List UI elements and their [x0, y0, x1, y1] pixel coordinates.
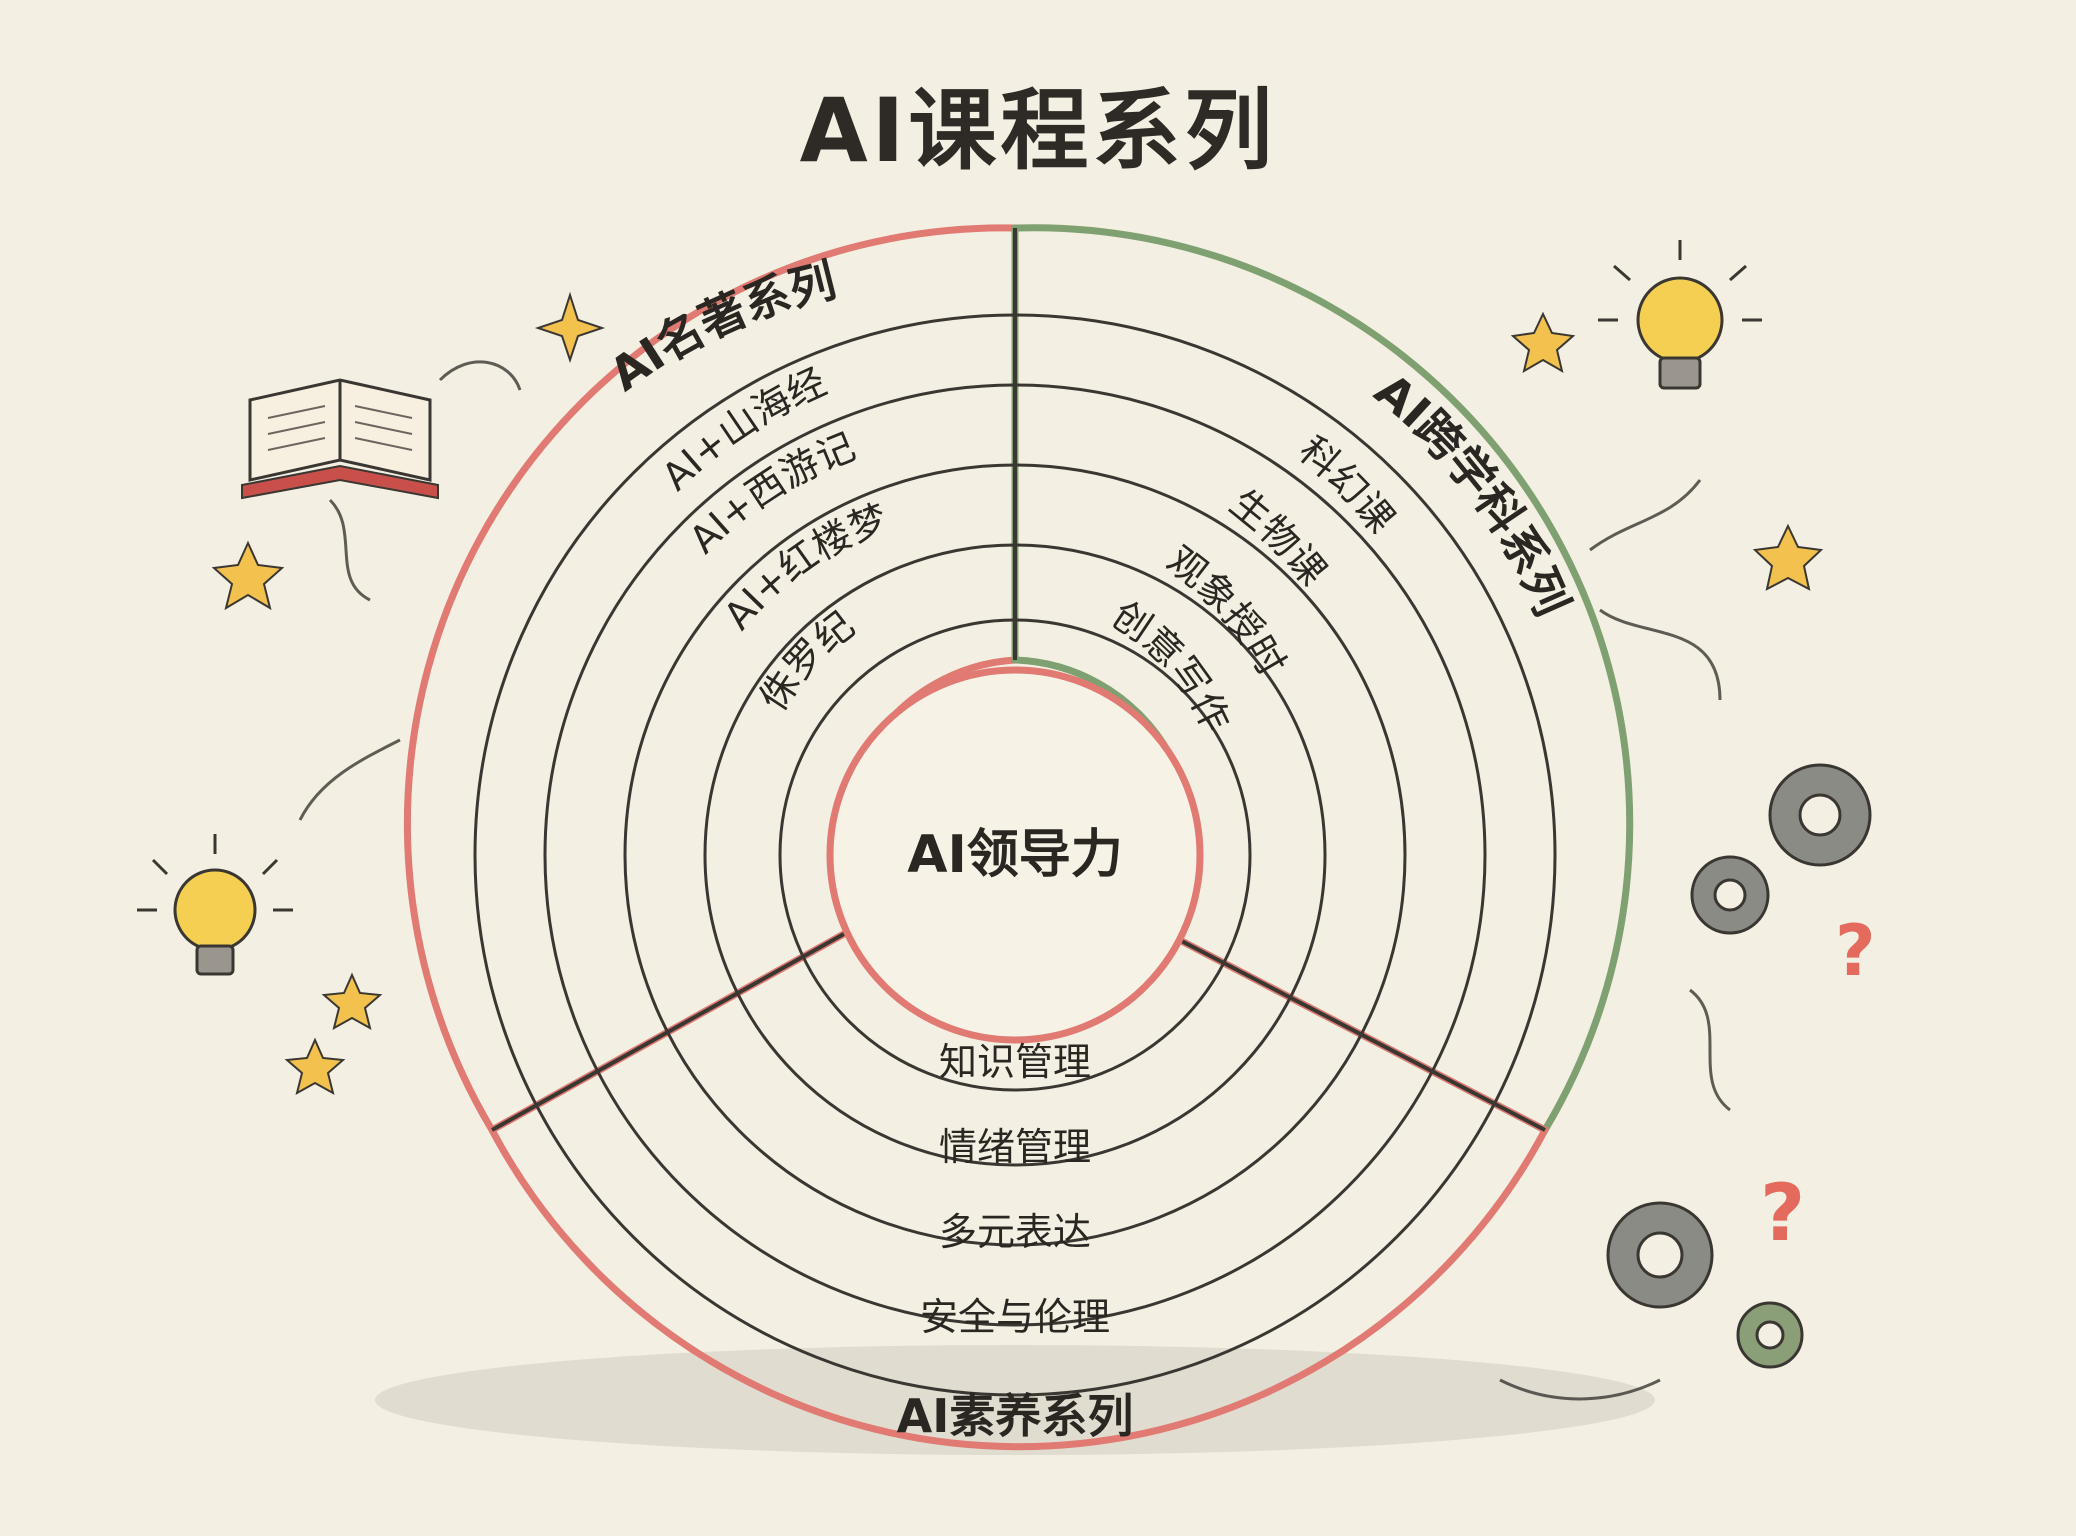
star-icon: [211, 311, 1824, 1095]
ai-interdisciplinary-series-label: AI跨学科系列: [1365, 363, 1579, 624]
gear-icon: [1690, 855, 1770, 935]
classics-item-4: 侏罗纪: [751, 603, 863, 719]
sparkle-icon: [534, 291, 606, 364]
gear-icon: [1768, 763, 1872, 867]
lightbulb-icon: [1598, 240, 1762, 390]
ground-shadow: [375, 1345, 1655, 1455]
center-circle: [826, 666, 1204, 1044]
gear-icon: [1606, 1201, 1714, 1309]
literacy-item-2: 多元表达: [939, 1210, 1091, 1254]
svg-text:?: ?: [1835, 910, 1876, 992]
question-mark-icon: ?: [1835, 910, 1876, 992]
ai-literacy-series-label: AI素养系列: [897, 1389, 1134, 1443]
literacy-item-4: 知识管理: [939, 1040, 1091, 1084]
literacy-item-3: 情绪管理: [939, 1125, 1091, 1169]
sector-dividers: [491, 228, 1546, 1132]
lightbulb-icon: [137, 834, 293, 976]
literacy-item-1: 安全与伦理: [920, 1295, 1110, 1339]
center-label: AI领导力: [907, 825, 1123, 885]
svg-text:?: ?: [1760, 1169, 1805, 1259]
question-mark-icon: ?: [1760, 1169, 1805, 1259]
page-title: AI课程系列: [799, 79, 1277, 182]
doodle-squiggles: [298, 360, 1731, 1401]
gear-icon: [1736, 1301, 1804, 1369]
open-book-icon: [241, 378, 439, 500]
